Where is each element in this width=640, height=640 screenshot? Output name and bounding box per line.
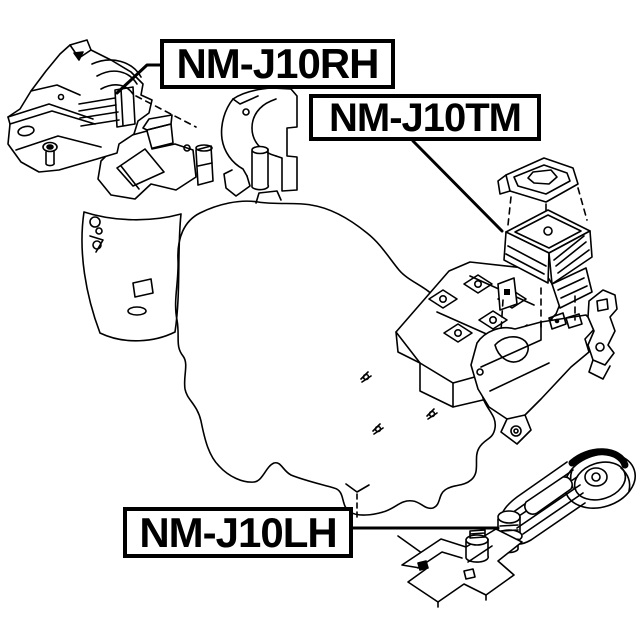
gooseneck-bracket-drawing — [220, 87, 298, 197]
part-label-nm-j10lh: NM-J10LH — [123, 507, 353, 558]
leader-rh — [115, 63, 163, 95]
transmission-bracket-drawing — [470, 289, 618, 445]
bottom-bracket-drawing — [397, 528, 523, 608]
transmission-mount-drawing — [497, 157, 593, 332]
leader-tm — [411, 139, 504, 233]
part-label-nm-j10tm: NM-J10TM — [309, 94, 541, 141]
part-label-nm-j10rh: NM-J10RH — [160, 39, 395, 89]
leader-lines — [115, 63, 504, 530]
engine-bracket-drawing — [81, 114, 214, 342]
right-engine-mount-drawing — [7, 39, 197, 173]
torque-rod-drawing — [495, 448, 636, 554]
